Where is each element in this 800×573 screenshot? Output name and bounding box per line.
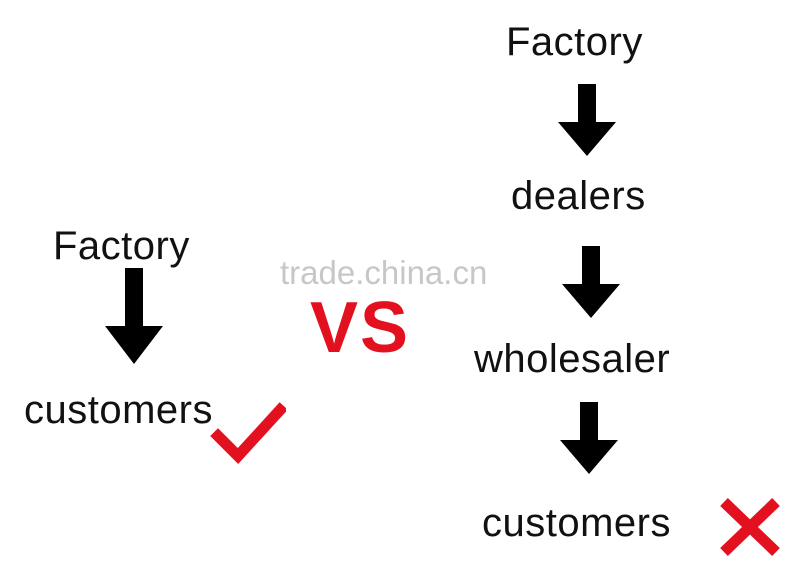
left-customers-label: customers [24, 388, 213, 432]
down-arrow-icon-3 [560, 402, 618, 474]
dealers-label: dealers [511, 174, 646, 218]
red-cross-icon [720, 498, 780, 556]
right-factory-label: Factory [506, 20, 643, 64]
right-customers-label: customers [482, 501, 671, 545]
vs-label: VS [310, 288, 411, 368]
watermark-text: trade.china.cn [280, 254, 488, 291]
wholesaler-label: wholesaler [474, 337, 671, 381]
down-arrow-icon-1 [558, 84, 616, 156]
down-arrow-icon-2 [562, 246, 620, 318]
left-factory-label: Factory [53, 224, 190, 268]
red-checkmark-icon [210, 402, 286, 464]
left-down-arrow-icon [105, 268, 163, 364]
